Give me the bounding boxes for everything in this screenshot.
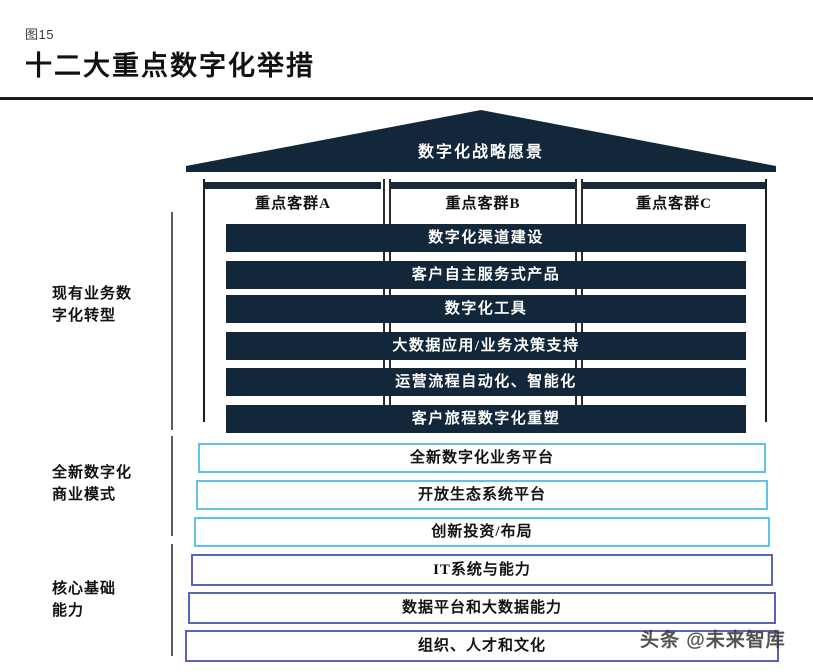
roof-shape: 数字化战略愿景 <box>186 110 776 176</box>
section-label-1-line2: 字化转型 <box>52 308 117 324</box>
roof-polygon <box>186 110 776 172</box>
platform-box-1[interactable]: 全新数字化业务平台 <box>198 443 766 473</box>
platform-box-3[interactable]: 创新投资/布局 <box>194 517 770 547</box>
house-wall-left <box>203 179 205 422</box>
customer-group-b[interactable]: 重点客群B <box>391 182 575 215</box>
customer-group-a[interactable]: 重点客群A <box>205 182 381 215</box>
title-divider <box>0 97 813 100</box>
initiative-bar-1[interactable]: 数字化渠道建设 <box>226 224 746 252</box>
section-label-core-capability: 核心基础 能力 <box>52 578 162 622</box>
platform-box-2[interactable]: 开放生态系统平台 <box>196 480 768 510</box>
section-divider-2 <box>171 436 173 536</box>
section-label-3-line2: 能力 <box>52 603 85 619</box>
initiative-bar-6[interactable]: 客户旅程数字化重塑 <box>226 405 746 433</box>
foundation-box-1[interactable]: IT系统与能力 <box>191 554 773 586</box>
section-label-3-line1: 核心基础 <box>52 581 117 597</box>
foundation-box-2[interactable]: 数据平台和大数据能力 <box>188 592 776 624</box>
section-divider-3 <box>171 544 173 656</box>
initiative-bar-3[interactable]: 数字化工具 <box>226 295 746 323</box>
section-label-2-line1: 全新数字化 <box>52 465 133 481</box>
page-title: 十二大重点数字化举措 <box>25 51 315 81</box>
roof-triangle-svg <box>186 110 776 172</box>
section-label-business-model: 全新数字化 商业模式 <box>52 462 162 506</box>
customer-group-c[interactable]: 重点客群C <box>583 182 765 215</box>
house-diagram: 数字化战略愿景 重点客群A 重点客群B 重点客群C 数字化渠道建设 客户自主服务… <box>0 100 813 672</box>
figure-label: 图15 <box>25 27 54 42</box>
watermark: 头条 @未来智库 <box>640 630 786 651</box>
section-label-2-line2: 商业模式 <box>52 487 117 503</box>
roof-label: 数字化战略愿景 <box>417 144 544 161</box>
section-label-1-line1: 现有业务数 <box>52 286 133 302</box>
initiative-bar-4[interactable]: 大数据应用/业务决策支持 <box>226 332 746 360</box>
initiative-bar-2[interactable]: 客户自主服务式产品 <box>226 261 746 289</box>
foundation-box-3[interactable]: 组织、人才和文化 <box>185 630 779 662</box>
initiative-bar-5[interactable]: 运营流程自动化、智能化 <box>226 368 746 396</box>
section-label-transformation: 现有业务数 字化转型 <box>52 283 162 327</box>
house-wall-right <box>765 179 767 422</box>
section-divider-1 <box>171 212 173 430</box>
